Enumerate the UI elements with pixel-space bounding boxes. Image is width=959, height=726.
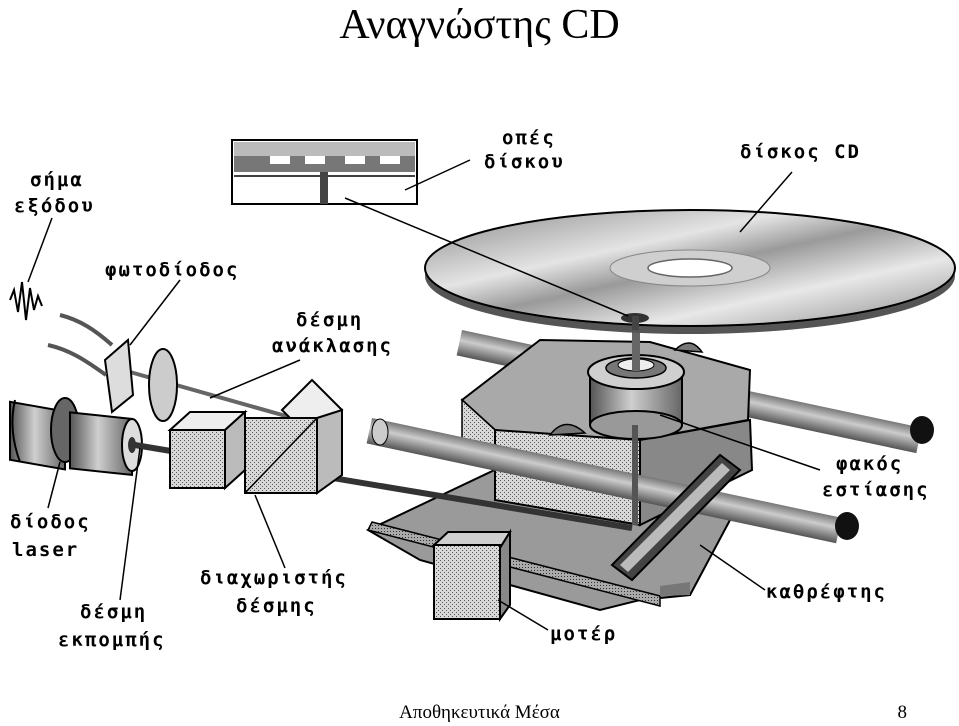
label-reflected-beam-1: δέσμη [296, 309, 363, 331]
laser-diode [9, 397, 143, 476]
label-disc-pits-2: δίσκου [484, 151, 565, 173]
leader-lines [27, 159, 821, 631]
beam-splitter [167, 378, 344, 495]
slide-title: Αναγνώστης CD [339, 2, 620, 48]
disc-pits-inset [231, 139, 418, 205]
mirror [610, 453, 742, 582]
label-motor: μοτέρ [550, 623, 617, 645]
label-reflected-beam-2: ανάκλασης [272, 335, 393, 357]
cd-disc [424, 209, 956, 334]
label-focus-lens-1: φακός [836, 453, 903, 475]
motor [431, 528, 512, 623]
label-mirror: καθρέφτης [766, 581, 887, 603]
guide-rod-front [366, 418, 859, 544]
label-photodiode: φωτοδίοδος [105, 259, 239, 281]
label-focus-lens-2: εστίασης [822, 479, 930, 501]
label-emitted-beam-1: δέσμη [80, 601, 147, 623]
label-emitted-beam-2: εκπομπής [58, 629, 166, 651]
label-disc-pits-1: οπές [502, 127, 556, 149]
photodiode [47, 313, 178, 422]
label-laser-diode-1: δίοδος [10, 511, 91, 533]
focus-lens-assembly [587, 325, 685, 525]
label-output-signal-2: εξόδου [14, 195, 95, 217]
page-number: 8 [897, 702, 908, 723]
slide-footer: Αποθηκευτικά Μέσα 8 [0, 702, 959, 726]
label-laser-diode-2: laser [12, 539, 79, 561]
label-output-signal-1: σήμα [30, 169, 84, 191]
label-cd-disc: δίσκος CD [740, 141, 861, 163]
output-signal-wave [9, 281, 43, 321]
footer-text: Αποθηκευτικά Μέσα [399, 702, 560, 723]
label-beam-splitter-2: δέσμης [236, 595, 317, 617]
label-beam-splitter-1: διαχωριστής [200, 567, 348, 589]
